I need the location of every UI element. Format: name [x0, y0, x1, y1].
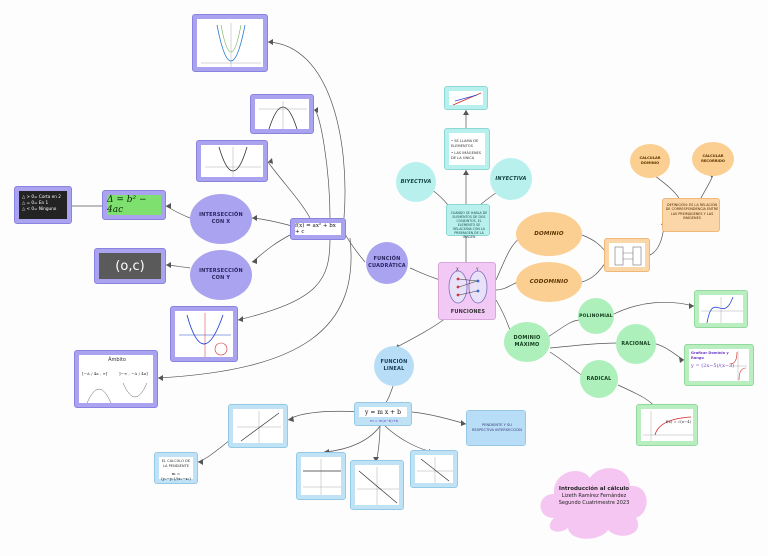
- svg-text:Y: Y: [475, 267, 479, 272]
- codominio-node[interactable]: CODOMINIO: [516, 262, 582, 302]
- increasing-line-icon: [357, 467, 399, 505]
- decreasing-line-icon: [417, 457, 453, 483]
- mapping-image-icon: [452, 92, 482, 106]
- biyectiva-label: BIYECTIVA: [400, 178, 432, 185]
- linear-sub: m = m(x−b)+b: [370, 419, 398, 424]
- discriminant-case-2: △ = 0= En 1: [22, 200, 49, 205]
- slope-title: EL CALCULO DE LA PENDIENTE: [161, 459, 191, 468]
- vertex-graph-card[interactable]: [170, 306, 238, 362]
- pendiente-note-card[interactable]: PENDIENTE Y SU RESPECTIVA INTERSECCIÓN: [466, 410, 526, 446]
- parabola-graph-card-inverted[interactable]: [250, 94, 314, 134]
- interseccion-y-label: INTERSECCIÓN CON Y: [199, 268, 243, 281]
- linear-graph-icon-main: [237, 411, 281, 443]
- central-funciones-card[interactable]: X Y FUNCIONES: [438, 262, 496, 320]
- slope-formula: m = (y₂−y₁)/(x₂−x₁): [161, 471, 191, 481]
- footer-line-1: Introducción al cálculo: [558, 486, 630, 492]
- footer-line-3: Segundo Cuatrimestre 2023: [558, 500, 630, 506]
- concepts-card[interactable]: • SE LLAMA DE ELEMENTOS • LAS IMÁGENES D…: [444, 128, 490, 170]
- slope-card[interactable]: EL CALCULO DE LA PENDIENTE m = (y₂−y₁)/(…: [154, 452, 198, 484]
- upright-parabola-icon: [205, 146, 261, 177]
- racional-label: RACIONAL: [621, 341, 651, 347]
- radical-node[interactable]: RADICAL: [580, 360, 618, 398]
- ambito-left: [−Δ / 4a , ∞[: [82, 371, 108, 376]
- calcular-dominio-label: CALCULAR DOMINIO: [639, 156, 661, 165]
- biyectiva-definition-card[interactable]: CUANDO SE HABLA DE ELEMENTOS DE DOS CONJ…: [446, 204, 490, 239]
- discriminant-cases-card[interactable]: △ > 0= Corta en 2 △ = 0= En 1 △ < 0= Nin…: [14, 186, 72, 224]
- polinomial-node[interactable]: POLINOMIAL: [578, 298, 614, 334]
- dominio-diagram-card[interactable]: [604, 238, 650, 272]
- intercept-point-card[interactable]: (o,c): [94, 248, 166, 284]
- horizontal-line-icon: [303, 459, 341, 495]
- radical-card-formula: f(x) = √(x−4): [665, 419, 691, 424]
- quadratic-formula-card[interactable]: f(x) = ax² + bx + c: [290, 218, 346, 240]
- discriminant-formula: Δ = b² − 4ac: [107, 195, 147, 215]
- footer-cloud-shape: [540, 468, 647, 539]
- vertex-parabola-icon: [179, 313, 231, 357]
- ambito-card[interactable]: Ámbito [−Δ / 4a , ∞[ ]−∞ , −Δ / 4a]: [74, 350, 158, 408]
- interseccion-y-node[interactable]: INTERSECCIÓN CON Y: [190, 250, 252, 300]
- linear-graph-card-main[interactable]: [228, 404, 288, 448]
- dominio-maximo-node[interactable]: DOMINIO MÁXIMO: [504, 322, 550, 362]
- funcion-lineal-label: FUNCIÓN LINEAL: [380, 359, 408, 372]
- racional-graph-icon: [729, 351, 747, 381]
- radical-graph-icon: [643, 411, 693, 441]
- calcular-recorrido-label: CALCULAR RECORRIDO: [701, 154, 725, 163]
- intercept-point: (o,c): [115, 258, 145, 274]
- dominio-node[interactable]: DOMINIO: [516, 212, 582, 256]
- ambito-graph-icon: [86, 382, 148, 404]
- inverted-parabola-icon: [259, 101, 307, 130]
- svg-text:X: X: [456, 267, 459, 272]
- polinomial-graph-icon: [701, 296, 743, 324]
- linear-formula-card[interactable]: y = m x + b m = m(x−b)+b: [354, 402, 412, 426]
- calcular-recorrido-node[interactable]: CALCULAR RECORRIDO: [692, 142, 734, 176]
- radical-label: RADICAL: [586, 376, 612, 382]
- racional-graph-card[interactable]: Graficar Dominio y Rango y = (2x−5)/(x−3…: [684, 344, 754, 386]
- inyectiva-label: INYECTIVA: [495, 175, 527, 182]
- calcular-dominio-node[interactable]: CALCULAR DOMINIO: [630, 144, 670, 178]
- definition-text: DEFINICIÓN: ES LA RELACIÓN DE CORRESPOND…: [665, 203, 719, 221]
- mapping-image-card[interactable]: [444, 86, 488, 110]
- inyectiva-node[interactable]: INYECTIVA: [490, 158, 532, 200]
- ambito-right: ]−∞ , −Δ / 4a]: [119, 371, 148, 376]
- funcion-cuadratica-label: FUNCIÓN CUADRÁTICA: [368, 256, 406, 269]
- pendiente-note: PENDIENTE Y SU RESPECTIVA INTERSECCIÓN: [472, 423, 522, 432]
- linear-graph-card-horizontal[interactable]: [296, 452, 346, 500]
- footer-text: Introducción al cálculo Lizeth Ramírez F…: [544, 486, 644, 506]
- parabola-graph-icon: [201, 23, 261, 67]
- parabola-graph-card-upright[interactable]: [196, 140, 268, 182]
- radical-graph-card[interactable]: f(x) = √(x−4): [636, 404, 698, 446]
- dominio-maximo-label: DOMINIO MÁXIMO: [513, 335, 541, 348]
- discriminant-case-3: △ < 0= Ninguno: [22, 206, 57, 211]
- biyectiva-definition: CUANDO SE HABLA DE ELEMENTOS DE DOS CONJ…: [450, 211, 488, 239]
- linear-formula: y = m x + b: [365, 408, 401, 416]
- discriminant-card[interactable]: Δ = b² − 4ac: [102, 190, 166, 220]
- quadratic-formula: f(x) = ax² + bx + c: [295, 223, 336, 235]
- concept-2: • LAS IMÁGENES DE LA ÚNICA: [451, 151, 482, 160]
- ambito-title: Ámbito: [108, 357, 126, 363]
- funcion-cuadratica-node[interactable]: FUNCIÓN CUADRÁTICA: [366, 242, 408, 284]
- concept-1: • SE LLAMA DE ELEMENTOS: [451, 139, 479, 148]
- racional-card-title: Graficar Dominio y Rango: [691, 351, 729, 360]
- biyectiva-node[interactable]: BIYECTIVA: [396, 162, 436, 202]
- linear-graph-card-increasing[interactable]: [350, 460, 404, 510]
- dominio-diagram-icon: [614, 246, 642, 266]
- funcion-lineal-node[interactable]: FUNCIÓN LINEAL: [374, 346, 414, 386]
- footer-line-2: Lizeth Ramírez Fernández: [561, 493, 627, 499]
- interseccion-x-label: INTERSECCIÓN CON X: [199, 212, 243, 225]
- polinomial-label: POLINOMIAL: [579, 313, 613, 319]
- polinomial-graph-card[interactable]: [694, 290, 748, 328]
- central-title: FUNCIONES: [450, 309, 486, 315]
- dominio-label: DOMINIO: [534, 230, 564, 237]
- linear-graph-card-decreasing[interactable]: [410, 450, 458, 488]
- interseccion-x-node[interactable]: INTERSECCIÓN CON X: [190, 194, 252, 244]
- venn-mapping-icon: X Y: [448, 267, 488, 304]
- racional-card-formula: y = (2x−5)/(x−3): [691, 363, 735, 369]
- discriminant-case-1: △ > 0= Corta en 2: [22, 194, 61, 199]
- racional-node[interactable]: RACIONAL: [616, 324, 656, 364]
- codominio-label: CODOMINIO: [529, 278, 569, 285]
- parabola-graph-card-top[interactable]: [192, 14, 268, 72]
- definition-card[interactable]: DEFINICIÓN: ES LA RELACIÓN DE CORRESPOND…: [662, 198, 720, 232]
